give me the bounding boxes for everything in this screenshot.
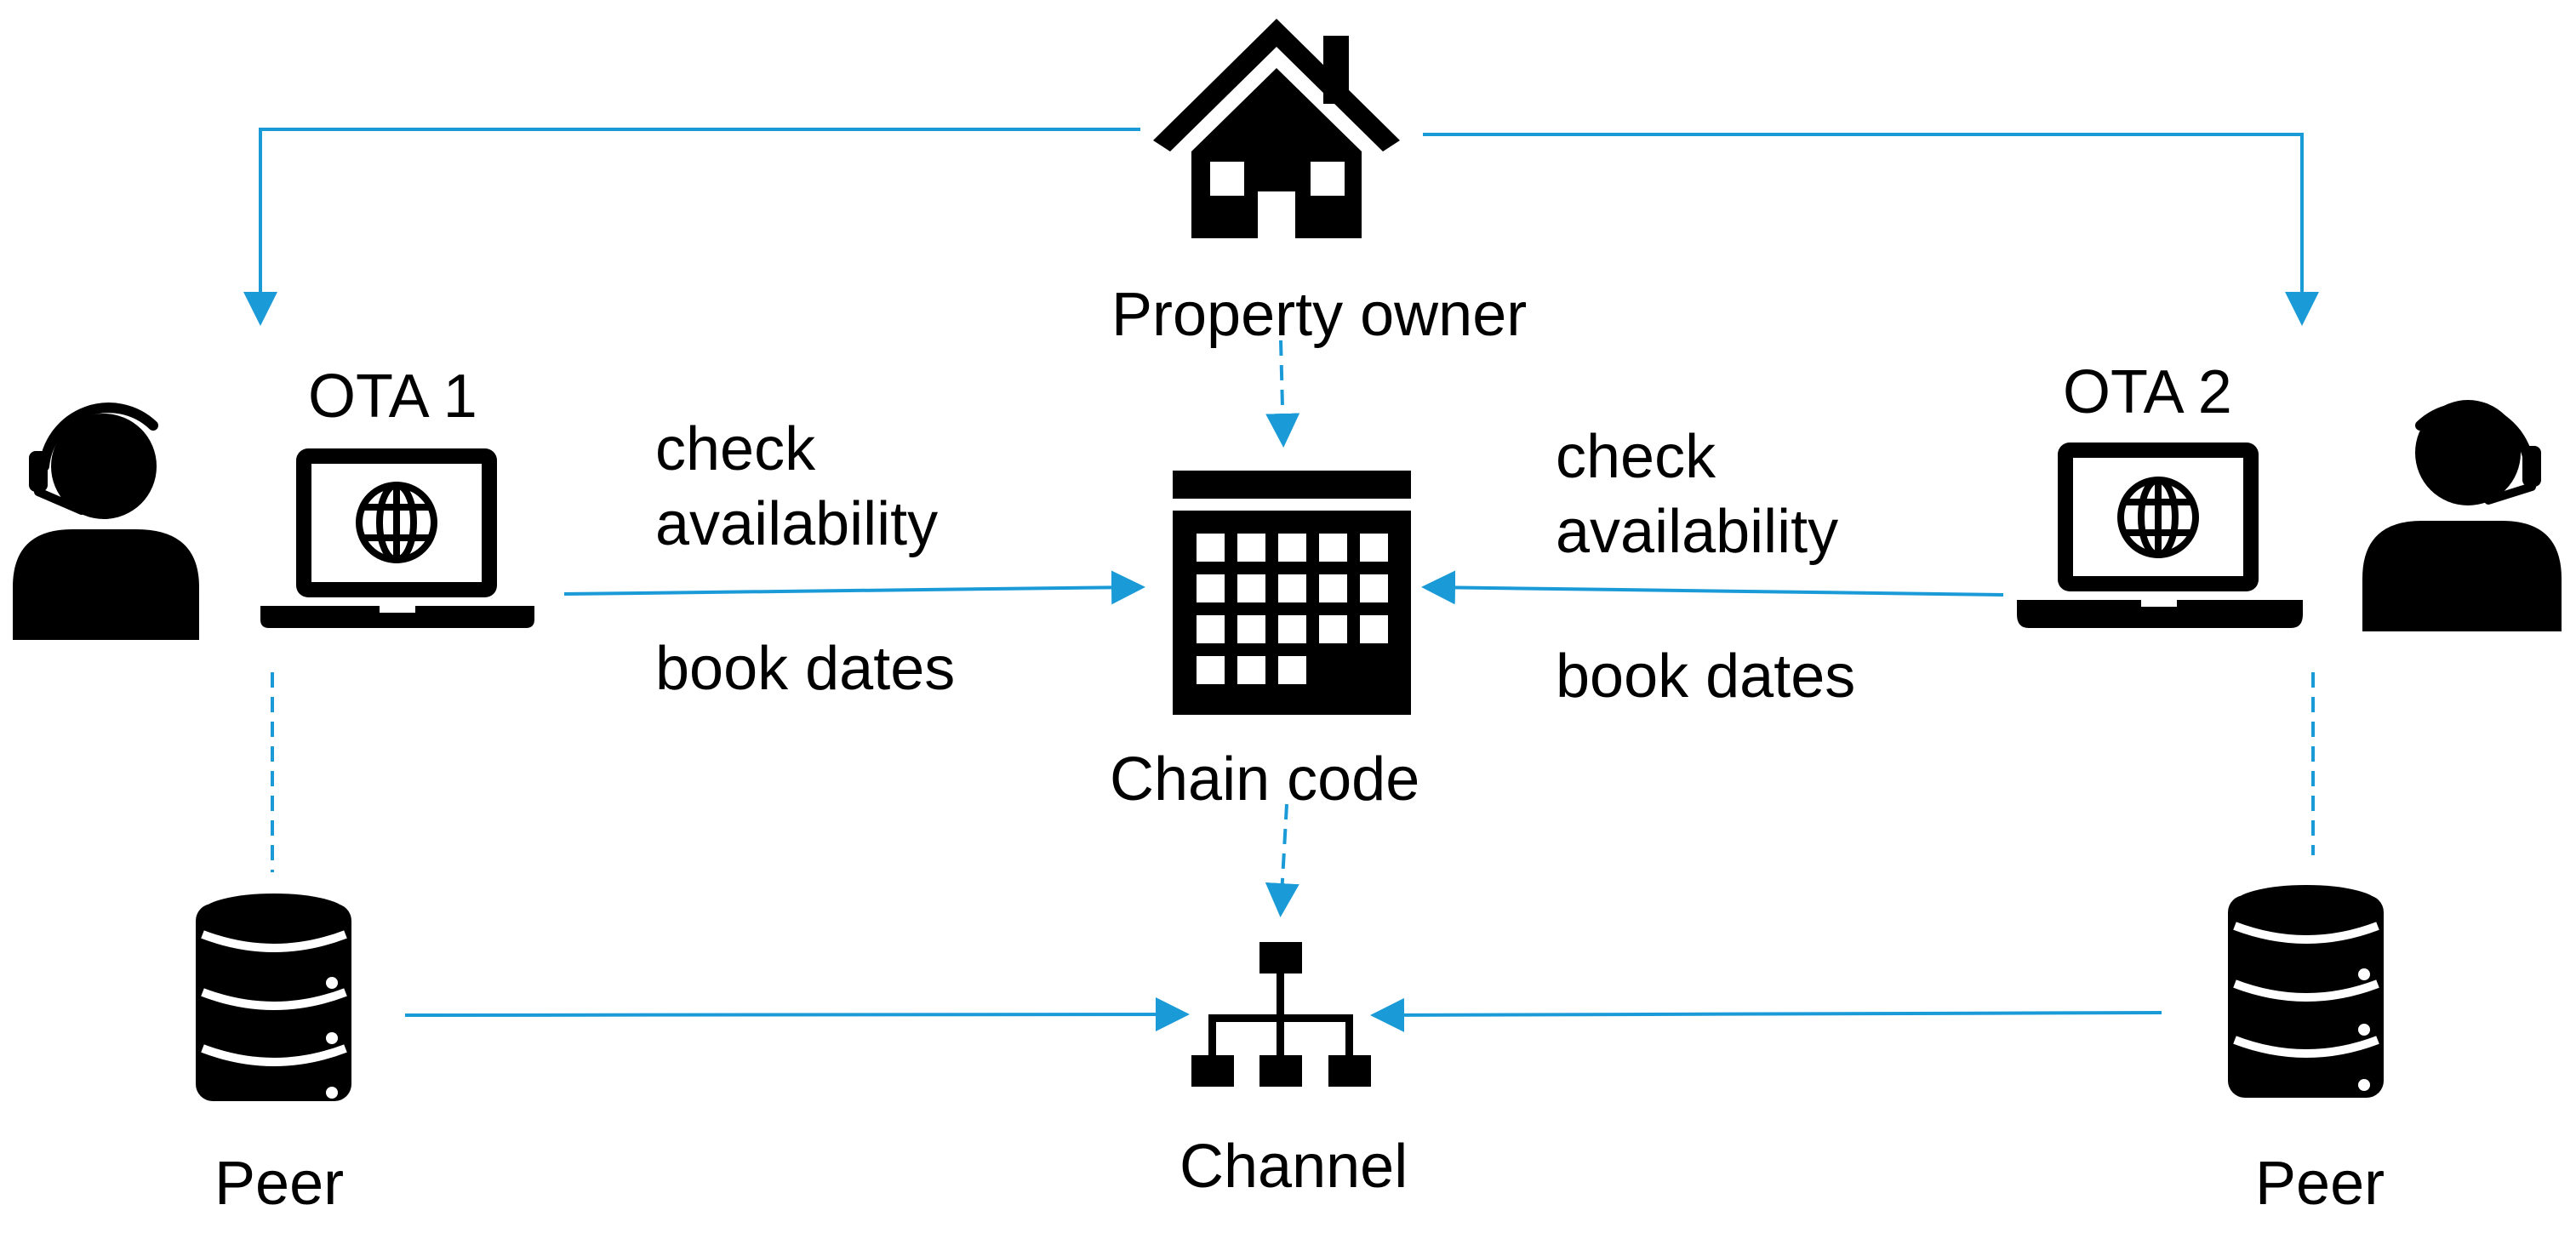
network-hierarchy-icon [1191, 942, 1371, 1087]
left-book-dates-label: book dates [655, 635, 956, 703]
globe-icon [2117, 477, 2199, 558]
globe-icon [356, 482, 437, 563]
peer-right-label: Peer [2255, 1150, 2385, 1218]
edge-chaincode-to-channel [1265, 803, 1299, 917]
property-owner-label: Property owner [1111, 281, 1528, 349]
peer-left-label: Peer [214, 1150, 345, 1218]
edge-owner-to-ota2 [1423, 133, 2319, 326]
channel-label: Channel [1179, 1133, 1408, 1201]
calendar-icon [1173, 471, 1411, 715]
ota2-label: OTA 2 [2063, 358, 2232, 426]
connectors [243, 128, 2319, 1032]
headset-agent-icon-left [13, 403, 199, 640]
laptop-right [2017, 442, 2303, 628]
database-icon-right [2228, 885, 2384, 1098]
headset-agent-icon-right [2362, 400, 2562, 631]
edge-ota2-to-chaincode [1421, 570, 2004, 605]
edge-owner-to-chaincode [1265, 340, 1300, 448]
edge-owner-to-ota1 [243, 128, 1140, 326]
ota1-label: OTA 1 [308, 363, 477, 431]
edge-peer-left-to-channel [404, 997, 1190, 1032]
edge-peer-right-to-channel [1370, 997, 2162, 1032]
right-check-availability-label: check availability [1556, 423, 1839, 566]
laptop-left [260, 448, 534, 628]
chain-code-label: Chain code [1110, 745, 1420, 814]
left-check-availability-label: check availability [655, 415, 939, 558]
house-icon [1153, 19, 1400, 238]
edge-ota1-to-chaincode [563, 570, 1145, 605]
database-icon-left [196, 894, 351, 1101]
right-book-dates-label: book dates [1556, 642, 1856, 711]
